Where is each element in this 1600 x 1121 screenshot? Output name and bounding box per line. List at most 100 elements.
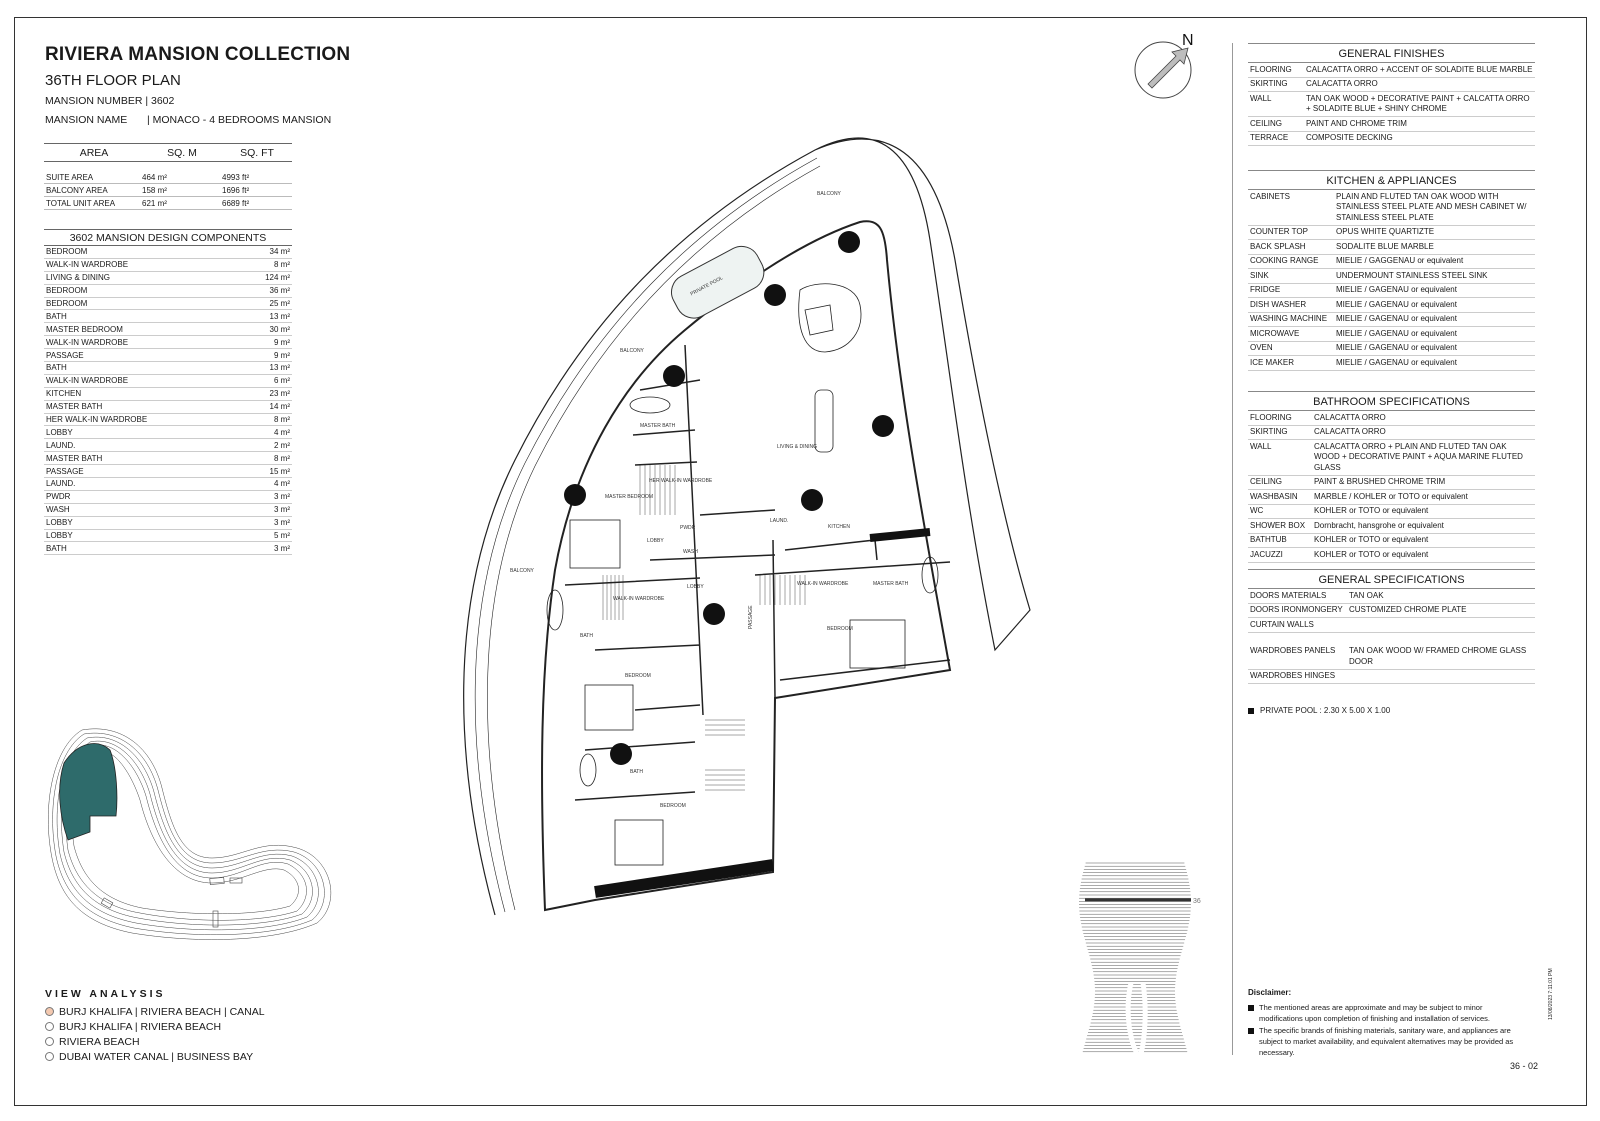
component-area: 15 m² [269,466,290,476]
spec-value: MIELIE / GAGENAU or equivalent [1336,343,1457,352]
spec-key: OVEN [1250,343,1273,352]
spec-value: TAN OAK WOOD + DECORATIVE PAINT + CALCAT… [1306,93,1530,114]
component-name: MASTER BATH [46,453,103,463]
table-row: PWDR 3 m² [44,491,292,504]
plan-label-passage: PASSAGE [748,605,754,629]
component-area: 4 m² [274,427,290,437]
area-cell: 464 m² [142,172,167,182]
spec-key: CABINETS [1250,191,1291,201]
plan-label-balcony: BALCONY [620,348,645,354]
component-name: PWDR [46,492,71,502]
plan-label-lobby: LOBBY [687,584,704,590]
floor-title: 36TH FLOOR PLAN [45,72,181,89]
spec-value: MIELIE / GAGENAU or equivalent [1336,328,1457,338]
component-name: LAUND. [46,479,76,489]
spec-key: SINK [1250,270,1269,280]
key-plan-highlight [59,743,118,841]
area-cell: SUITE AREA [46,172,94,182]
tower-elevation: 36 [1079,862,1201,1056]
spec-key: WC [1250,506,1264,515]
table-row: CEILING PAINT & BRUSHED CHROME TRIM [1248,476,1535,490]
component-area: 3 m² [274,505,290,515]
date-stamp: 13/08/2023 7:11:01 PM [1548,968,1554,1020]
spec-key: TERRACE [1250,133,1289,142]
component-name: LOBBY [46,531,73,541]
spec-value: PAINT & BRUSHED CHROME TRIM [1314,477,1446,486]
spec-value: MIELIE / GAGENAU or equivalent [1336,299,1457,309]
view-analysis-title: VIEW ANALYSIS [45,988,166,1000]
north-label: N [1182,32,1194,49]
component-area: 8 m² [274,415,290,425]
plan-label-bath: BATH [630,769,643,775]
disclaimer-title: Disclaimer: [1248,988,1292,997]
spec-key: ICE MAKER [1250,357,1295,367]
table-row: WALK-IN WARDROBE 9 m² [44,336,292,350]
spec-value: CALACATTA ORRO [1314,412,1386,422]
general-specs-title: GENERAL SPECIFICATIONS [1248,569,1535,589]
list-item: The specific brands of finishing materia… [1248,1025,1523,1058]
spec-value: PAINT AND CHROME TRIM [1306,118,1407,128]
component-name: LAUND. [46,440,76,450]
spec-value: CALACATTA ORRO [1314,427,1386,436]
view-legend-label: BURJ KHALIFA | RIVIERA BEACH | CANAL [59,1005,265,1018]
plan-label-pwdr: PWDR [680,525,696,531]
component-area: 9 m² [274,337,290,347]
table-row: LAUND. 2 m² [44,439,292,453]
sheet-number: 36 - 02 [1510,1061,1539,1071]
area-cell: BALCONY AREA [46,185,108,195]
component-name: WALK-IN WARDROBE [46,337,129,347]
component-area: 2 m² [274,440,290,450]
spec-value: MIELIE / GAGENAU or equivalent [1336,314,1457,323]
view-legend-label: DUBAI WATER CANAL | BUSINESS BAY [59,1050,254,1063]
mansion-name-label: MANSION NAME [45,114,128,126]
spec-key: CURTAIN WALLS [1250,619,1314,629]
plan-label-bedroom: BEDROOM [660,803,686,809]
mansion-number: MANSION NUMBER | 3602 [45,95,175,107]
pool-note: PRIVATE POOL : 2.30 X 5.00 X 1.00 [1248,706,1390,715]
component-name: WALK-IN WARDROBE [46,260,129,270]
component-area: 3 m² [274,492,290,502]
component-name: PASSAGE [46,466,84,476]
spec-value: KOHLER or TOTO or equivalent [1314,506,1429,515]
spec-key: MICROWAVE [1250,328,1300,338]
spec-key: CEILING [1250,477,1283,486]
pool-note-text: PRIVATE POOL : 2.30 X 5.00 X 1.00 [1260,706,1391,715]
view-legend-item: RIVIERA BEACH [45,1034,265,1049]
component-area: 13 m² [269,363,290,373]
plan-label-bedroom: BEDROOM [827,626,853,632]
legend-dot-icon [45,1022,54,1031]
sheet-border [14,17,1587,1106]
component-name: LOBBY [46,518,73,528]
spec-key: WASHBASIN [1250,491,1298,501]
disclaimer: Disclaimer: The mentioned areas are appr… [1248,987,1523,1059]
component-area: 9 m² [274,350,290,360]
view-legend-item: BURJ KHALIFA | RIVIERA BEACH [45,1019,265,1034]
spec-key: COOKING RANGE [1250,256,1319,265]
plan-label-balcony: BALCONY [817,191,842,197]
component-name: HER WALK-IN WARDROBE [46,415,148,425]
component-name: MASTER BEDROOM [46,324,123,334]
view-legend-item: BURJ KHALIFA | RIVIERA BEACH | CANAL [45,1004,265,1019]
spec-key: COUNTER TOP [1250,227,1308,236]
spec-value: UNDERMOUNT STAINLESS STEEL SINK [1336,270,1488,280]
table-row: WARDROBES HINGES [1248,670,1535,684]
component-area: 14 m² [269,402,290,412]
